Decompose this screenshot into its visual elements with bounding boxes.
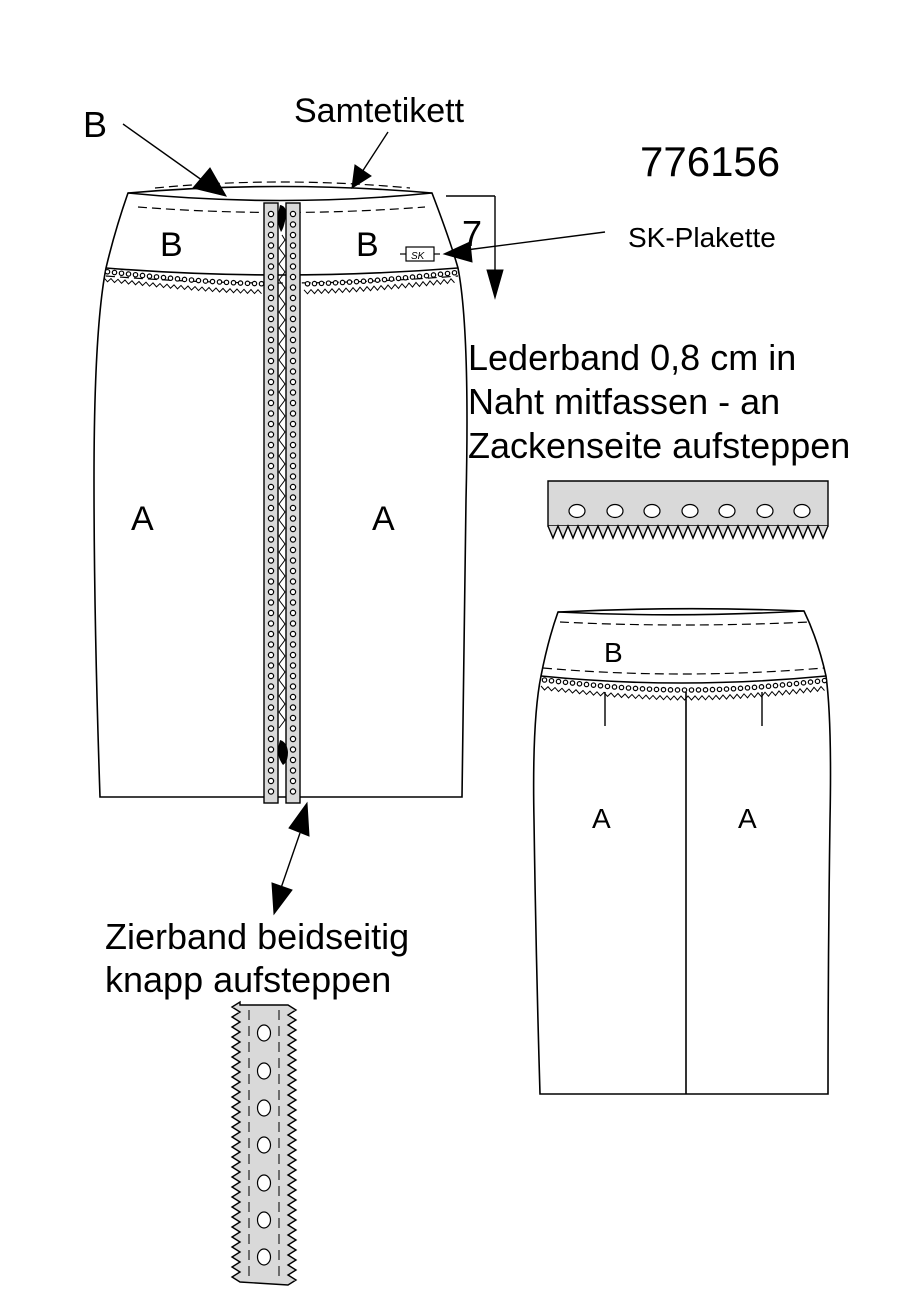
sk-plakette-badge: SK xyxy=(400,246,440,262)
lederband-note-line-2: Naht mitfassen - an xyxy=(468,381,780,422)
back-yoke-stitch xyxy=(542,667,825,675)
zipper-zigzag xyxy=(278,234,286,729)
zierband-swatch xyxy=(230,1000,298,1286)
lederband-note-line-3: Zackenseite aufsteppen xyxy=(468,425,850,466)
front-panel-b-right: B xyxy=(356,226,379,264)
zierband-note-line-2: knapp aufsteppen xyxy=(105,959,391,1000)
back-panel-a-right: A xyxy=(738,803,757,834)
back-panel-a-left: A xyxy=(592,803,611,834)
zipper-pull-top xyxy=(277,205,287,232)
back-yoke-leather-band xyxy=(540,677,828,701)
back-waistband-top xyxy=(557,610,805,616)
center-tape-right xyxy=(285,202,301,804)
front-panel-a-right: A xyxy=(372,500,395,538)
back-skirt-outline xyxy=(532,607,832,1095)
back-waistband-stitch xyxy=(559,621,811,626)
callout-sk-arrowhead xyxy=(442,241,473,263)
leather-band-swatch xyxy=(547,480,829,540)
measurement-7-value: 7 xyxy=(462,213,482,254)
zierband-leader xyxy=(280,832,301,889)
callout-sk-leader xyxy=(465,231,606,251)
front-waistband-stitch xyxy=(154,181,411,189)
back-view: B A A xyxy=(532,607,832,1095)
style-number: 776156 xyxy=(640,138,780,185)
zierband-arrowhead-top xyxy=(288,801,310,837)
front-panel-a-left: A xyxy=(131,500,154,538)
callout-samtetikett: Samtetikett xyxy=(294,92,465,130)
lederband-note-line-1: Lederband 0,8 cm in xyxy=(468,337,796,378)
callout-b-top: B xyxy=(83,104,107,145)
callout-sk-plakette: SK-Plakette xyxy=(628,222,776,253)
front-panel-b-left: B xyxy=(160,226,183,264)
center-tape-holes xyxy=(267,210,297,795)
yoke-leather-band-left xyxy=(103,268,265,295)
zierband-note-line-1: Zierband beidseitig xyxy=(105,916,409,957)
center-tape-left xyxy=(263,202,279,804)
yoke-leather-band-right xyxy=(303,269,458,295)
callout-samtetikett-leader xyxy=(361,131,389,173)
front-waistband-top xyxy=(127,192,433,202)
measurement-7: 7 xyxy=(446,195,504,300)
sk-plakette-mark: SK xyxy=(411,251,426,262)
callout-b-leader xyxy=(122,123,207,184)
callout-b-arrowhead xyxy=(192,167,228,197)
zierband-arrowhead-bottom xyxy=(271,882,293,916)
back-panel-b: B xyxy=(604,637,623,668)
back-yoke-seam xyxy=(540,675,827,684)
front-yoke-seam xyxy=(105,267,459,276)
front-view: B B A A SK xyxy=(93,181,468,804)
zipper-pull-bottom xyxy=(277,740,288,765)
callout-samtetikett-arrowhead xyxy=(351,164,372,189)
